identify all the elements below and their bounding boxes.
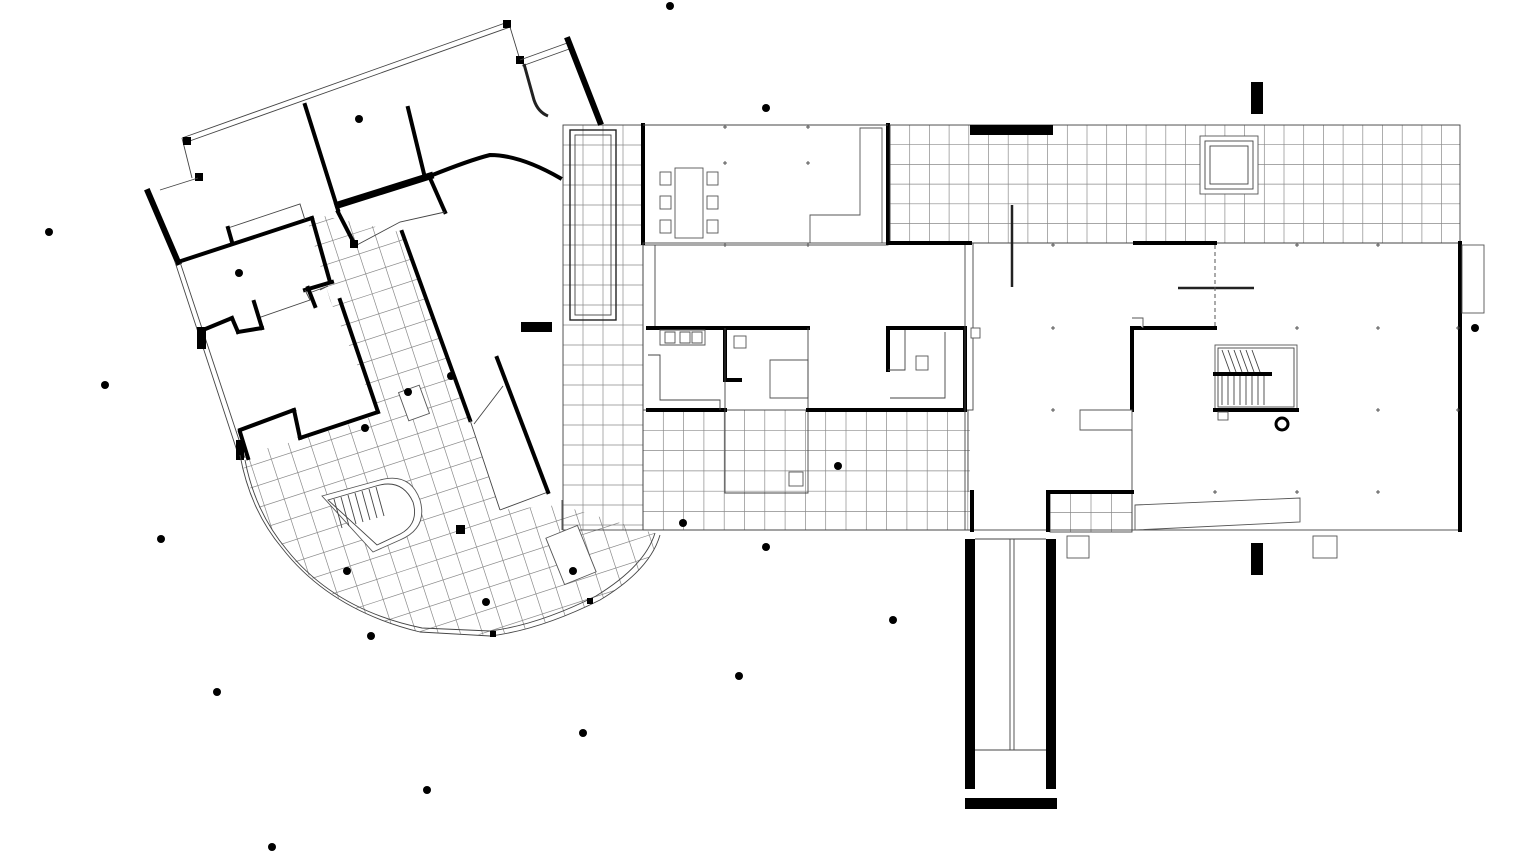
column-dot-icon [735,672,743,680]
column-dot-icon [447,372,455,380]
column-dot-icon [213,688,221,696]
north-terrace [889,82,1461,244]
column-dot-icon [423,786,431,794]
entry-grid [1050,492,1132,532]
column-dot-icon [235,269,243,277]
column-square-icon [456,525,465,534]
column-dot-icon [101,381,109,389]
service-rooms [642,242,981,494]
column-dot-icon [1471,324,1479,332]
living-block [641,123,890,247]
column-dot-icon [834,462,842,470]
north-terrace-grid [890,125,1460,243]
column-ring [1274,416,1290,432]
south-bridge [965,538,1057,809]
bench [1134,497,1301,531]
central-terrace-grid [563,125,643,530]
column-dot-icon [679,519,687,527]
west-wing [144,20,604,511]
column-dot-icon [482,598,490,606]
column-dot-icon [762,543,770,551]
outdoor-bench [545,524,597,586]
curved-terrace-grid [240,212,660,635]
column-dot-icon [45,228,53,236]
skylight [1199,135,1259,195]
column-dot-icon [579,729,587,737]
column-dot-icon [361,424,369,432]
pool [569,129,617,321]
column-dot-icon [367,632,375,640]
column-dot-icon [762,104,770,112]
curved-terrace [239,454,661,637]
column-dot-icon [268,843,276,851]
stair-icon [1213,344,1299,421]
column-dot-icon [343,567,351,575]
dining-table-icon [659,167,719,239]
south-terrace-grid [643,410,970,530]
column-dot-icon [157,535,165,543]
column-dot-icon [404,388,412,396]
column-dot-icon [355,115,363,123]
column-dots [45,2,1479,851]
spiral-stair-icon [321,477,423,553]
wall-segment [521,322,552,332]
east-wing [886,205,1485,575]
column-dot-icon [569,567,577,575]
column-dot-icon [889,616,897,624]
column-dot-icon [666,2,674,10]
entry-porch [967,410,1134,533]
ramp [469,355,551,511]
